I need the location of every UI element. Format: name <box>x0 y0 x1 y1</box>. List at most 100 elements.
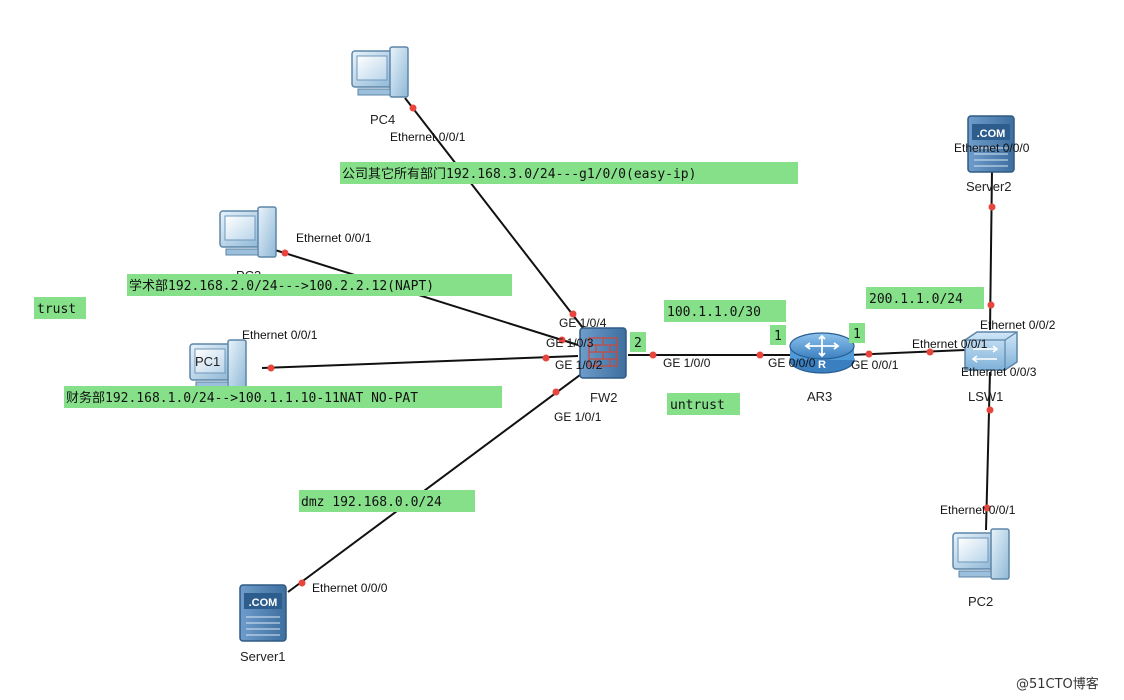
note-finance: 财务部192.168.1.0/24-->100.1.1.10-11NAT NO-… <box>66 390 418 406</box>
server1-label: Server1 <box>240 649 286 664</box>
port-dots <box>267 104 996 587</box>
lsw1-device[interactable] <box>964 331 1018 371</box>
note-ar-right: 1 <box>853 327 861 342</box>
link-pc4-fw2[interactable] <box>404 97 584 329</box>
port-label-pc4: Ethernet 0/0/1 <box>390 130 466 144</box>
pc4-label: PC4 <box>370 112 395 127</box>
port-dot-pc4 <box>409 104 417 112</box>
firewall-brick-icon <box>588 337 618 367</box>
port-label-fw-ge103: GE 1/0/3 <box>546 336 594 350</box>
port-dot-sw-eth001 <box>926 348 934 356</box>
note-fw-side: 2 <box>634 336 642 351</box>
port-dot-fw-ge104 <box>569 310 577 318</box>
port-label-fw-ge101: GE 1/0/1 <box>554 410 602 424</box>
switch-arrows-icon <box>971 345 999 363</box>
port-dot-fw-ge103 <box>558 336 566 344</box>
pc-screen <box>224 215 256 241</box>
port-dot-fw-ge100 <box>649 351 657 359</box>
pc-tower <box>990 528 1010 580</box>
note-fw-side-bg <box>630 332 646 352</box>
pc-tower <box>227 339 247 391</box>
fw2-device[interactable] <box>579 327 627 379</box>
pc1-device[interactable] <box>189 339 247 391</box>
port-dot-pc1 <box>267 364 275 372</box>
port-label-pc1: Ethernet 0/0/1 <box>242 328 318 342</box>
note-academic: 学术部192.168.2.0/24--->100.2.2.12(NAPT) <box>129 278 434 294</box>
pc2-device[interactable] <box>952 528 1010 580</box>
port-label-fw-ge102: GE 1/0/2 <box>555 358 603 372</box>
fw2-label: FW2 <box>590 390 617 405</box>
pc3-device[interactable] <box>219 206 277 258</box>
note-academic-bg <box>127 274 512 296</box>
note-trust-bg <box>34 297 86 319</box>
port-label-server2: Ethernet 0/0/0 <box>954 141 1030 155</box>
server2-label: Server2 <box>966 179 1012 194</box>
pc4-device[interactable] <box>351 46 409 98</box>
pc-screen <box>356 55 388 81</box>
note-dmz: dmz 192.168.0.0/24 <box>301 495 442 510</box>
note-untrust: untrust <box>670 398 725 413</box>
port-label-ar-ge001: GE 0/0/1 <box>851 358 899 372</box>
pc-screen <box>194 348 226 374</box>
annotation-notes: 公司其它所有部门192.168.3.0/24---g1/0/0(easy-ip)… <box>34 162 984 512</box>
watermark: @51CTO博客 <box>1016 676 1099 692</box>
lsw1-label: LSW1 <box>968 389 1003 404</box>
note-wan-subnet: 100.1.1.0/30 <box>667 305 761 320</box>
note-other-depts: 公司其它所有部门192.168.3.0/24---g1/0/0(easy-ip) <box>342 166 696 182</box>
pc1-label: PC1 <box>195 354 220 369</box>
pc-tower <box>257 206 277 258</box>
port-dot-pc3 <box>281 249 289 257</box>
port-dot-fw-ge102 <box>542 354 550 362</box>
server-badge-text: .COM <box>977 128 1006 140</box>
port-label-server1: Ethernet 0/0/0 <box>312 581 388 595</box>
router-arrows-icon <box>804 334 840 358</box>
port-label-sw-eth001: Ethernet 0/0/1 <box>912 337 988 351</box>
pc-base <box>357 88 391 96</box>
note-lan-subnet-bg <box>866 287 984 309</box>
server-badge <box>972 124 1010 140</box>
port-labels: Ethernet 0/0/1 Ethernet 0/0/1 Ethernet 0… <box>242 130 1056 595</box>
pc-base <box>958 570 992 578</box>
link-lsw1-pc2[interactable] <box>985 371 991 531</box>
server2-device[interactable]: .COM <box>967 115 1015 173</box>
link-pc3-fw2[interactable] <box>274 249 579 346</box>
note-ar-left-bg <box>770 325 786 345</box>
ar3-label: AR3 <box>807 389 832 404</box>
port-label-fw-ge100: GE 1/0/0 <box>663 356 711 370</box>
link-pc1-fw2[interactable] <box>261 355 579 369</box>
port-dot-server2 <box>988 203 996 211</box>
note-ar-left: 1 <box>774 329 782 344</box>
router-letter-icon: R <box>818 359 826 371</box>
port-label-sw-eth002: Ethernet 0/0/2 <box>980 318 1056 332</box>
port-label-sw-eth003: Ethernet 0/0/3 <box>961 365 1037 379</box>
switch-body <box>964 331 1018 371</box>
pc2-label: PC2 <box>968 594 993 609</box>
note-dmz-bg <box>299 490 475 512</box>
port-dot-ar-ge000 <box>756 351 764 359</box>
pc-base <box>225 248 259 256</box>
port-label-fw-ge104: GE 1/0/4 <box>559 316 607 330</box>
port-label-ar-ge000: GE 0/0/0 <box>768 356 816 370</box>
port-dot-sw-eth003 <box>986 406 994 414</box>
port-dot-server1 <box>298 579 306 587</box>
server-badge <box>244 593 282 609</box>
link-server1-fw2[interactable] <box>287 374 581 593</box>
note-trust: trust <box>37 302 76 317</box>
pc-tower <box>389 46 409 98</box>
server-badge-text: .COM <box>249 597 278 609</box>
note-wan-subnet-bg <box>664 300 786 322</box>
pc-screen <box>957 537 989 563</box>
ar3-device[interactable]: R <box>789 332 855 374</box>
server1-device[interactable]: .COM <box>239 584 287 642</box>
note-ar-right-bg <box>849 323 865 343</box>
port-dot-ar-ge001 <box>865 350 873 358</box>
note-untrust-bg <box>667 393 740 415</box>
port-label-pc2: Ethernet 0/0/1 <box>940 503 1016 517</box>
port-dot-pc2 <box>983 504 991 512</box>
note-lan-subnet: 200.1.1.0/24 <box>869 292 963 307</box>
port-label-pc3: Ethernet 0/0/1 <box>296 231 372 245</box>
port-dot-fw-ge101 <box>552 388 560 396</box>
note-other-depts-bg <box>340 162 798 184</box>
note-finance-bg <box>64 386 502 408</box>
